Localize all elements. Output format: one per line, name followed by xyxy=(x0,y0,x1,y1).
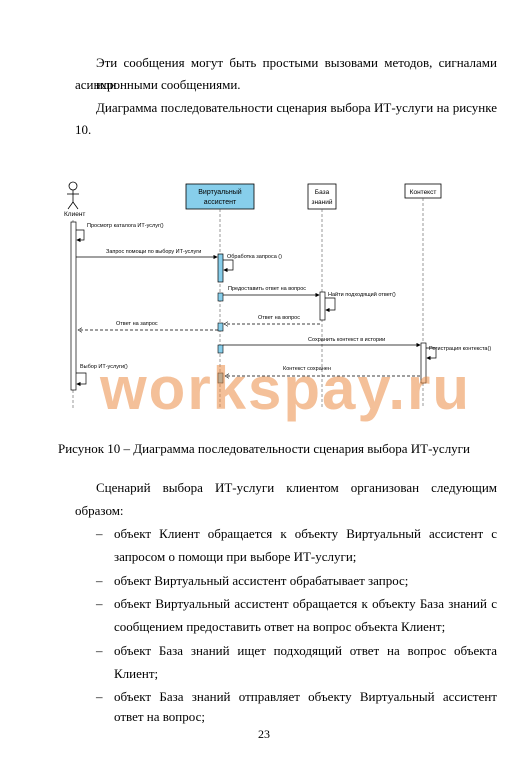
msg-answer-label: Ответ на вопрос xyxy=(258,315,300,321)
msg-context-saved-label: Контекст сохранен xyxy=(283,366,331,372)
assistant-activation-4 xyxy=(217,344,224,354)
body-para-line-1: Сценарий выбора ИТ-услуги клиентом орган… xyxy=(96,480,497,495)
assistant-label-1: Виртуальный xyxy=(198,188,242,196)
assistant-box xyxy=(185,183,255,210)
assistant-activation-5 xyxy=(217,372,224,384)
list-item-line-2: ответ на вопрос; xyxy=(114,709,205,724)
list-item-line-1: объект База знаний отправляет объекту Ви… xyxy=(114,689,497,704)
intro-line-4: 10. xyxy=(75,122,92,137)
list-item-line-2: сообщением предоставить ответ на вопрос … xyxy=(114,619,446,634)
bullet-dash: – xyxy=(96,643,103,658)
bullet-dash: – xyxy=(96,596,103,611)
kb-activation xyxy=(319,291,326,321)
bullet-dash: – xyxy=(96,689,103,704)
msg-browse-label: Просмотр каталога ИТ-услуг() xyxy=(87,223,164,229)
list-item-line-1: объект Клиент обращается к объекту Вирту… xyxy=(114,526,497,541)
client-activation xyxy=(70,221,77,391)
list-item-line-1: объект Виртуальный ассистент обрабатывае… xyxy=(114,573,409,588)
bullet-dash: – xyxy=(96,526,103,541)
msg-self-browse-arrow xyxy=(76,229,85,243)
msg-provide-answer-label: Предоставить ответ на вопрос xyxy=(228,286,306,292)
msg-self-register-arrow xyxy=(426,347,437,361)
client-label: Клиент xyxy=(64,211,85,218)
msg-process-label: Обработка запроса () xyxy=(227,254,282,260)
msg-self-choose-arrow xyxy=(76,372,87,387)
assistant-activation-1 xyxy=(217,253,224,283)
bullet-dash: – xyxy=(96,573,103,588)
kb-label-2: знаний xyxy=(311,198,332,206)
msg-request-help-label: Запрос помощи по выбору ИТ-услуги xyxy=(106,249,201,255)
assistant-activation-2 xyxy=(217,292,224,302)
client-actor-icon xyxy=(67,181,79,210)
kb-label-1: База xyxy=(315,189,330,196)
list-item-line-1: объект База знаний ищет подходящий ответ… xyxy=(114,643,497,658)
figure-caption: Рисунок 10 – Диаграмма последовательност… xyxy=(58,441,470,456)
msg-register-label: Регистрация контекста() xyxy=(429,346,491,352)
msg-self-find-arrow xyxy=(325,297,336,313)
msg-find-label: Найти подходящий ответ() xyxy=(328,291,396,298)
page-number: 23 xyxy=(258,727,270,741)
msg-save-context-label: Сохранить контекст в истории xyxy=(308,337,385,343)
intro-line-2: асинхронными сообщениями. xyxy=(75,77,241,92)
list-item-line-2: Клиент; xyxy=(114,666,159,681)
context-label: Контекст xyxy=(410,189,437,196)
intro-line-1: Эти сообщения могут быть простыми вызова… xyxy=(96,55,497,92)
list-item-line-1: объект Виртуальный ассистент обращается … xyxy=(114,596,497,611)
intro-line-3: Диаграмма последовательности сценария вы… xyxy=(96,100,497,115)
body-para-line-2: образом: xyxy=(75,503,124,518)
msg-reply-label: Ответ на запрос xyxy=(116,321,158,327)
assistant-activation-3 xyxy=(217,322,224,332)
list-item-line-2: запросом о помощи при выборе ИТ-услуги; xyxy=(114,549,357,564)
context-activation xyxy=(420,342,427,384)
msg-self-process-arrow xyxy=(223,259,234,273)
sequence-diagram: Клиент Виртуальный ассистент База знаний… xyxy=(64,181,491,408)
assistant-label-2: ассистент xyxy=(204,199,237,206)
watermark: workspay.ru xyxy=(100,355,472,422)
msg-choose-label: Выбор ИТ-услуги() xyxy=(80,364,128,370)
